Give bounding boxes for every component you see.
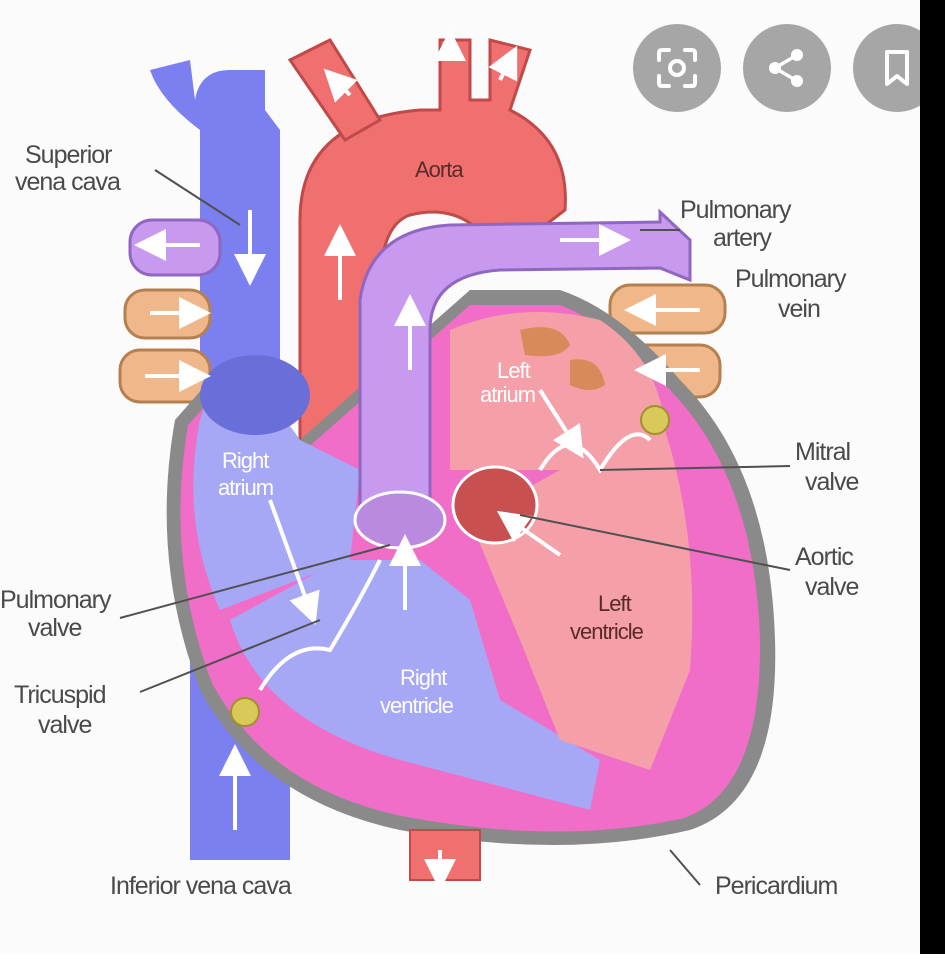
label-pulmonary-valve-line1: Pulmonary [0,586,112,614]
label-pulmonary-vein-line2: vein [778,295,820,323]
screen-edge [920,0,945,954]
label-pulmonary-artery-line1: Pulmonary [680,196,792,224]
share-button[interactable] [743,24,831,112]
label-right-atrium-line2: atrium [218,475,273,500]
label-pulmonary-valve-line2: valve [28,614,81,642]
label-mitral-valve-line1: Mitral [795,438,850,466]
label-pericardium: Pericardium [715,872,838,900]
sinoatrial-node [640,405,670,435]
label-inferior-vena-cava: Inferior vena cava [110,872,292,900]
pulmonary-valve-shape [353,490,447,550]
label-right-atrium-line1: Right [222,448,269,473]
label-left-ventricle-line2: ventricle [570,619,644,644]
label-pulmonary-vein-line1: Pulmonary [735,265,847,293]
label-left-ventricle-line1: Left [598,591,632,616]
pulmonary-artery-right-branch [128,218,222,277]
diagram-canvas: Superior vena cava Aorta Pulmonary arter… [0,29,860,900]
label-aortic-valve-line1: Aortic [795,543,853,571]
label-mitral-valve-line2: valve [805,468,858,496]
right-ventricle [230,560,600,810]
label-tricuspid-valve-line2: valve [38,711,91,739]
atrioventricular-node [230,697,260,727]
label-pulmonary-artery-line2: artery [713,224,772,252]
label-right-ventricle-line2: ventricle [380,693,454,718]
aorta-branch-left [287,38,383,142]
label-superior-vena-cava-line2: vena cava [15,168,121,196]
heart-diagram: Superior vena cava Aorta Pulmonary arter… [0,29,859,900]
lens-search-button[interactable] [633,24,721,112]
right-atrium [193,388,360,610]
blood-flow-arrows [134,29,700,891]
bookmark-icon [885,50,909,86]
label-left-atrium-line2: atrium [480,382,535,407]
label-superior-vena-cava-line1: Superior [25,141,112,169]
lens-icon [657,48,697,88]
tricuspid-valve-shape [258,559,382,692]
pulmonary-artery [358,208,692,522]
share-icon [769,49,803,87]
right-atrium-opening [200,355,310,435]
label-aorta: Aorta [415,157,464,182]
left-atrium [450,312,665,470]
descending-aorta [409,829,481,881]
label-left-atrium-line1: Left [497,358,531,383]
label-leader-lines [119,169,791,886]
left-atrium-venous-openings [520,327,605,390]
label-right-ventricle-line1: Right [400,665,447,690]
label-aortic-valve-line2: valve [805,573,858,601]
label-tricuspid-valve-line1: Tricuspid [14,681,106,709]
